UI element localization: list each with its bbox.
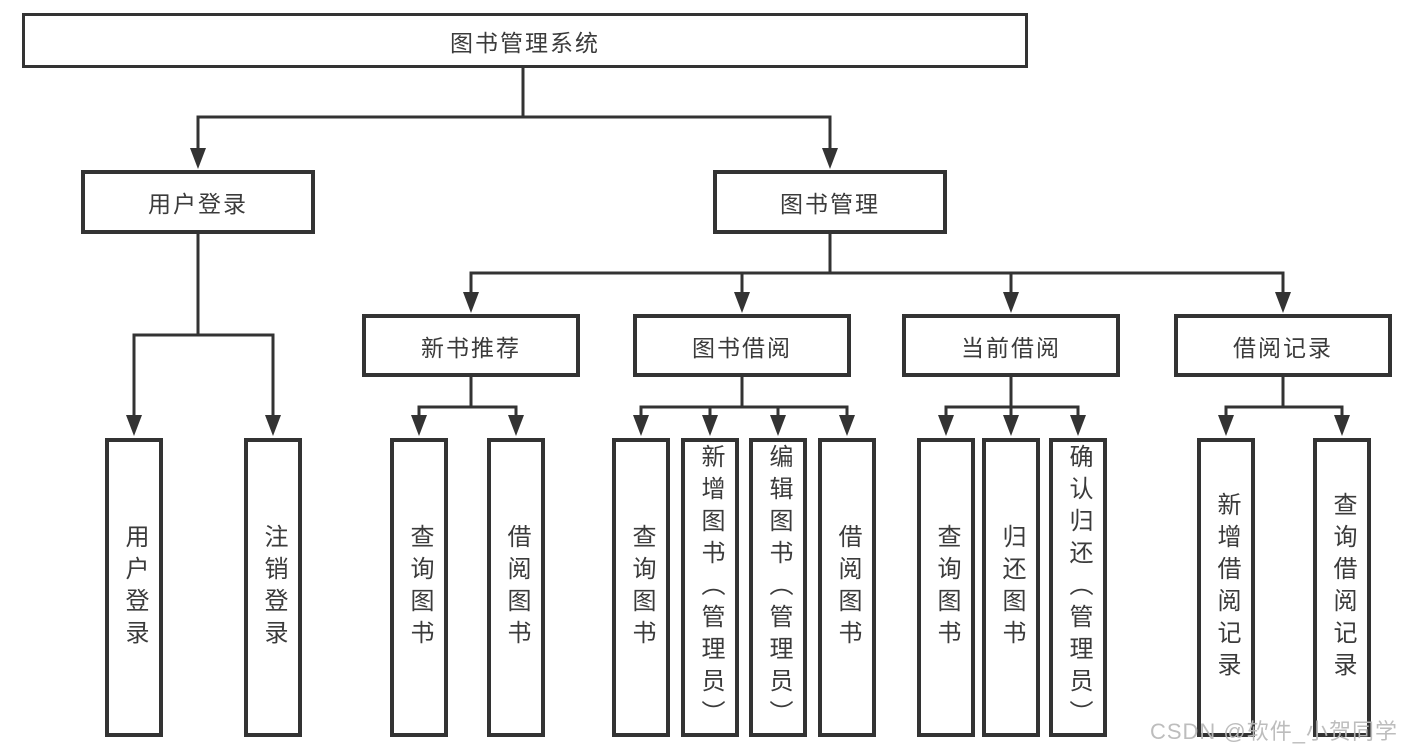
connector-root-to-level2 (190, 68, 838, 169)
connector-userlogin-to-leaves (126, 232, 281, 436)
connector-bookborrow-to-leaves (633, 375, 855, 436)
leaf-records-add: 新增借阅记录 (1197, 438, 1255, 737)
leaf-bookborrow-query: 查询图书 (612, 438, 670, 737)
connector-currentborrow-to-leaves (938, 375, 1086, 436)
node-user-login: 用户登录 (81, 170, 315, 234)
node-book-borrow: 图书借阅 (633, 314, 851, 377)
node-root-label: 图书管理系统 (450, 29, 600, 56)
leaf-logout-label: 注销登录 (260, 523, 287, 652)
leaf-current-return-label: 归还图书 (998, 523, 1025, 652)
leaf-current-query: 查询图书 (917, 438, 975, 737)
leaf-newbook-query-label: 查询图书 (406, 523, 433, 652)
csdn-watermark: CSDN @软件_小贺同学 (1149, 719, 1398, 744)
leaf-user-login-label: 用户登录 (121, 523, 148, 652)
leaf-records-add-label: 新增借阅记录 (1213, 491, 1240, 684)
leaf-current-confirm-return: 确认归还（管理员） (1049, 438, 1107, 737)
leaf-newbook-query: 查询图书 (390, 438, 448, 737)
leaf-newbook-borrow: 借阅图书 (487, 438, 545, 737)
leaf-user-login: 用户登录 (105, 438, 163, 737)
leaf-records-query-label: 查询借阅记录 (1329, 491, 1356, 684)
node-book-management-label: 图书管理 (780, 191, 880, 217)
connector-records-to-leaves (1218, 375, 1350, 436)
node-borrow-records: 借阅记录 (1174, 314, 1392, 377)
node-current-borrow-label: 当前借阅 (961, 334, 1061, 361)
leaf-newbook-borrow-label: 借阅图书 (503, 523, 530, 652)
node-new-book-recommend-label: 新书推荐 (421, 334, 521, 361)
connector-newbook-to-leaves (411, 375, 524, 436)
leaf-bookborrow-add: 新增图书（管理员） (681, 438, 739, 737)
node-book-borrow-label: 图书借阅 (692, 334, 792, 361)
leaf-bookborrow-borrow-label: 借阅图书 (834, 523, 861, 652)
leaf-bookborrow-edit-label: 编辑图书（管理员） (765, 443, 792, 732)
node-book-management: 图书管理 (713, 170, 947, 234)
leaf-bookborrow-query-label: 查询图书 (628, 523, 655, 652)
node-root: 图书管理系统 (22, 13, 1028, 68)
leaf-records-query: 查询借阅记录 (1313, 438, 1371, 737)
leaf-bookborrow-borrow: 借阅图书 (818, 438, 876, 737)
leaf-logout: 注销登录 (244, 438, 302, 737)
node-new-book-recommend: 新书推荐 (362, 314, 580, 377)
leaf-bookborrow-edit: 编辑图书（管理员） (749, 438, 807, 737)
leaf-current-return: 归还图书 (982, 438, 1040, 737)
leaf-current-confirm-return-label: 确认归还（管理员） (1065, 443, 1092, 732)
leaf-current-query-label: 查询图书 (933, 523, 960, 652)
node-borrow-records-label: 借阅记录 (1233, 334, 1333, 361)
node-user-login-label: 用户登录 (148, 191, 248, 217)
connector-bookmgmt-to-level3 (463, 232, 1291, 313)
leaf-bookborrow-add-label: 新增图书（管理员） (697, 443, 724, 732)
node-current-borrow: 当前借阅 (902, 314, 1120, 377)
